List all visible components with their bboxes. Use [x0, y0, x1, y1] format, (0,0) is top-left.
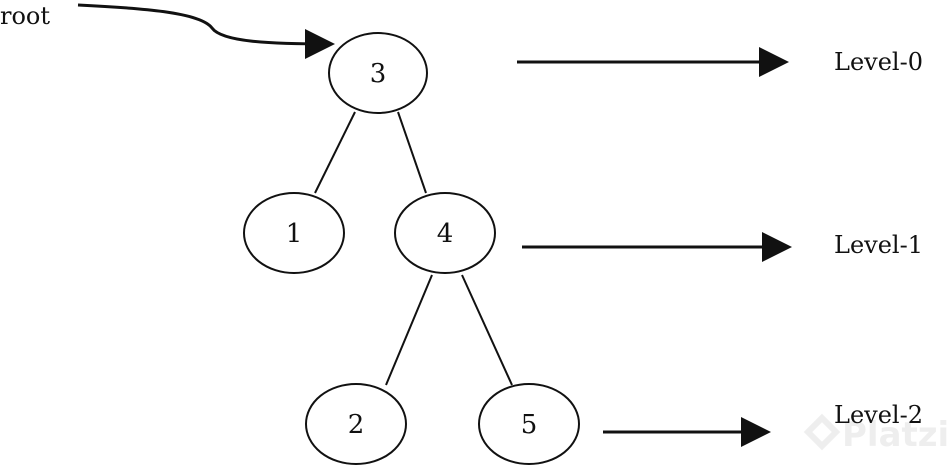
edge-4-5: [461, 274, 513, 386]
tree-node-1: 1: [243, 192, 345, 274]
edge-3-1: [314, 111, 356, 194]
root-label: root: [0, 2, 50, 30]
level-0-label: Level-0: [834, 48, 923, 76]
node-value: 3: [370, 59, 387, 89]
node-value: 4: [437, 219, 454, 249]
watermark-text: Platzi: [842, 415, 947, 455]
root-pointer-arrow: [77, 3, 335, 59]
platzi-logo-icon: [803, 413, 841, 451]
platzi-watermark: Platzi: [803, 413, 947, 455]
tree-node-4: 4: [394, 192, 496, 274]
edge-4-2: [385, 274, 433, 386]
node-value: 1: [286, 219, 303, 249]
tree-node-5: 5: [478, 383, 580, 465]
tree-node-2: 2: [305, 383, 407, 465]
edge-3-4: [397, 111, 427, 194]
level-2-label: Level-2: [834, 401, 923, 429]
node-value: 2: [348, 410, 365, 440]
tree-node-3: 3: [328, 32, 428, 114]
level-1-label: Level-1: [834, 231, 923, 259]
node-value: 5: [521, 410, 538, 440]
